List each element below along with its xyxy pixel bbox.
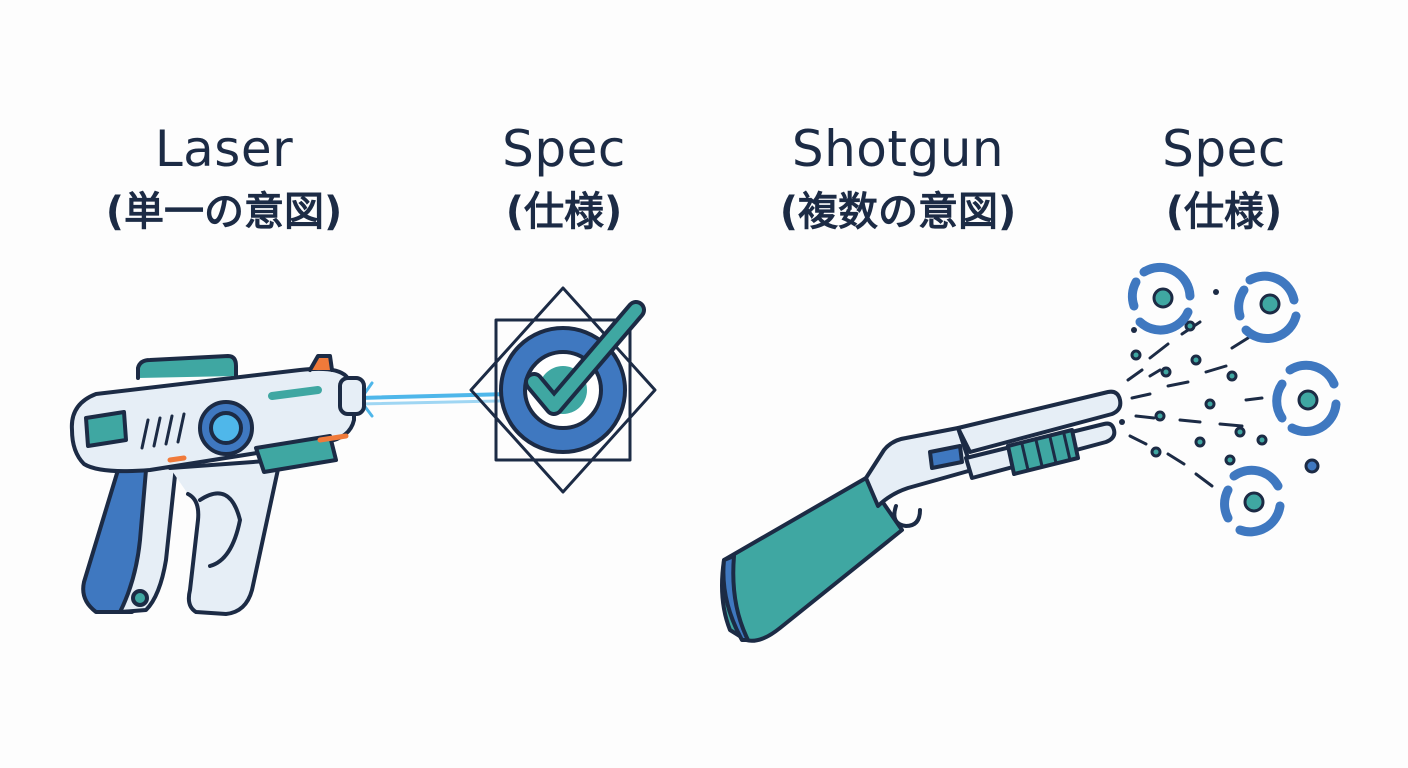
spec-single-title: Spec (502, 120, 626, 178)
scattered-target-3 (1272, 360, 1341, 437)
laser-subtitle: (単一の意図) (105, 189, 343, 235)
scattered-target-2 (1234, 271, 1301, 344)
laser-title: Laser (154, 120, 294, 178)
shot-spray-icon (1119, 289, 1320, 488)
checkmark-icon (524, 300, 646, 416)
shotgun-subtitle: (複数の意図) (779, 189, 1017, 235)
scattered-targets-icon (1127, 262, 1341, 537)
spec-multi-subtitle: (仕様) (1165, 189, 1283, 235)
scattered-target-4 (1220, 465, 1285, 537)
spec-multi-label: Spec (仕様) (1162, 118, 1286, 244)
spec-single-subtitle: (仕様) (505, 189, 623, 235)
laser-label: Laser (単一の意図) (106, 118, 343, 244)
shotgun-label: Shotgun (複数の意図) (780, 118, 1017, 244)
shotgun-icon (720, 389, 1123, 643)
scattered-target-1 (1127, 262, 1195, 335)
spec-multi-title: Spec (1162, 120, 1286, 178)
shotgun-title: Shotgun (791, 120, 1005, 178)
spec-single-label: Spec (仕様) (502, 118, 626, 244)
laser-gun-icon (69, 354, 366, 616)
